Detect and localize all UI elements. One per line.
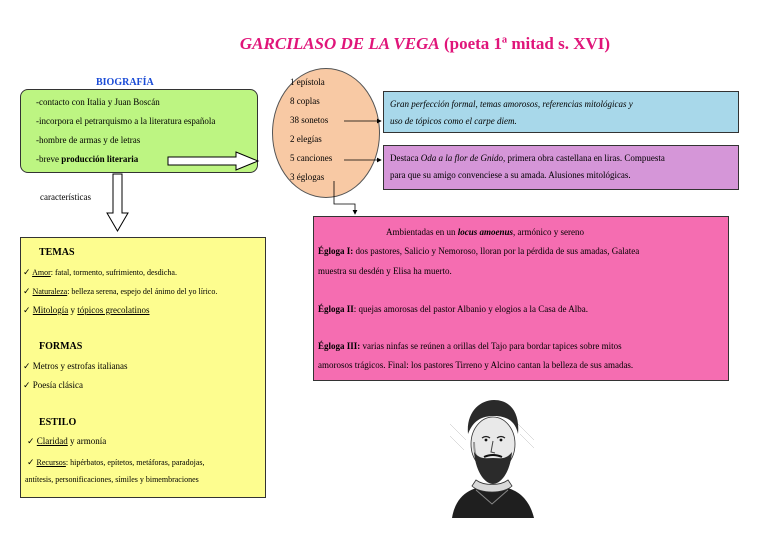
canciones-line-1: Destaca Oda a la flor de Gnido, primera … <box>390 150 732 167</box>
bio-line-4: -breve producción literaria <box>36 154 138 164</box>
estilo-recursos: ✓ Recursos: hipérbatos, epítetos, metáfo… <box>27 457 205 468</box>
claridad-label: Claridad <box>36 436 68 446</box>
estilo-claridad: ✓ Claridad y armonía <box>27 436 106 447</box>
oval-item-elegias: 2 elegías <box>290 134 322 144</box>
egloga-1-text: dos pastores, Salicio y Nemoroso, lloran… <box>353 246 640 256</box>
eglogas-locus: locus amoenus <box>457 227 513 237</box>
bio-line-4-prefix: -breve <box>36 154 62 164</box>
recursos-label: Recursos <box>36 458 66 467</box>
claridad-text: y armonía <box>67 436 107 446</box>
mitologia-label: Mitología <box>32 305 69 315</box>
check-icon: ✓ <box>23 286 31 296</box>
estilo-title: ESTILO <box>39 417 77 428</box>
eglogas-box: Ambientadas en un locus amoenus, armónic… <box>313 216 729 381</box>
temas-mitologia: ✓ Mitología y tópicos grecolatinos <box>23 305 150 316</box>
hollow-arrow-down <box>106 173 129 232</box>
check-icon: ✓ <box>23 361 31 371</box>
eglogas-intro-prefix: Ambientadas en un <box>386 227 458 237</box>
check-icon: ✓ <box>27 457 35 467</box>
oval-item-sonetos: 38 sonetos <box>290 115 329 125</box>
title-subtitle: (poeta 1ª mitad s. XVI) <box>439 34 611 53</box>
oval-item-canciones: 5 canciones <box>290 153 333 163</box>
formas-item-2-text: Poesía clásica <box>32 380 84 390</box>
sonetos-line-2: uso de tópicos como el carpe diem. <box>390 116 517 126</box>
temas-title: TEMAS <box>39 247 75 258</box>
egloga-1-line-2: muestra su desdén y Elisa ha muerto. <box>318 266 452 276</box>
egloga-3-label: Égloga III: <box>318 341 361 351</box>
amor-label: Amor <box>32 268 51 277</box>
eglogas-intro: Ambientadas en un locus amoenus, armónic… <box>386 227 584 237</box>
oval-item-epistola: 1 epístola <box>290 77 325 87</box>
recursos-text: : hipérbatos, epítetos, metáforas, parad… <box>65 458 205 467</box>
eglogas-intro-suffix: , armónico y sereno <box>513 227 584 237</box>
arrow-eglogas <box>333 181 358 215</box>
topicos-label: tópicos grecolatinos <box>77 305 150 315</box>
canciones-prefix: Destaca <box>390 153 421 163</box>
oval-item-coplas: 8 coplas <box>290 96 320 106</box>
check-icon: ✓ <box>23 267 31 277</box>
egloga-3-text: varias ninfas se reúnen a orillas del Ta… <box>360 341 622 351</box>
check-icon: ✓ <box>27 436 35 446</box>
page-title: GARCILASO DE LA VEGA (poeta 1ª mitad s. … <box>0 34 768 54</box>
formas-item-2: ✓ Poesía clásica <box>23 380 83 391</box>
bio-line-2: -incorpora el petrarquismo a la literatu… <box>36 116 216 126</box>
naturaleza-label: Naturaleza <box>32 287 68 296</box>
canciones-line-2: para que su amigo convenciese a su amada… <box>390 170 631 180</box>
egloga-2-label: Égloga II <box>318 304 354 314</box>
bio-line-4-bold: producción literaria <box>61 154 139 164</box>
formas-item-1: ✓ Metros y estrofas italianas <box>23 361 128 372</box>
caracteristicas-box: TEMAS ✓ Amor: fatal, tormento, sufrimien… <box>20 237 266 498</box>
bio-line-1: -contacto con Italia y Juan Boscán <box>36 97 160 107</box>
mitologia-mid: y <box>68 305 78 315</box>
naturaleza-text: : belleza serena, espejo del ánimo del y… <box>67 287 218 296</box>
egloga-1-label: Égloga I: <box>318 246 354 256</box>
sonetos-box: Gran perfección formal, temas amorosos, … <box>383 91 739 133</box>
portrait-image <box>446 394 538 518</box>
caracteristicas-label: características <box>40 192 91 202</box>
egloga-3-line-1: Égloga III: varias ninfas se reúnen a or… <box>318 341 622 351</box>
hollow-arrow-right <box>167 151 260 171</box>
produccion-oval <box>272 68 380 198</box>
temas-amor: ✓ Amor: fatal, tormento, sufrimiento, de… <box>23 267 177 278</box>
formas-title: FORMAS <box>39 341 83 352</box>
oval-item-eglogas: 3 églogas <box>290 172 325 182</box>
estilo-recursos-line-2: antítesis, personificaciones, símiles y … <box>25 475 199 484</box>
check-icon: ✓ <box>23 305 31 315</box>
egloga-2-text: : quejas amorosas del pastor Albanio y e… <box>353 304 588 314</box>
canciones-line-1-rest: , primera obra castellana en liras. Comp… <box>502 153 665 163</box>
canciones-box: Destaca Oda a la flor de Gnido, primera … <box>383 145 739 190</box>
egloga-3-line-2: amorosos trágicos. Final: los pastores T… <box>318 360 634 370</box>
egloga-1-line-1: Égloga I: dos pastores, Salicio y Nemoro… <box>318 246 639 256</box>
title-author: GARCILASO DE LA VEGA <box>239 34 440 53</box>
check-icon: ✓ <box>23 380 31 390</box>
canciones-oda-title: Oda a la flor de Gnido <box>420 153 503 163</box>
egloga-2-line: Égloga II: quejas amorosas del pastor Al… <box>318 304 588 314</box>
temas-naturaleza: ✓ Naturaleza: belleza serena, espejo del… <box>23 286 217 297</box>
sonetos-line-1: Gran perfección formal, temas amorosos, … <box>390 99 633 109</box>
biografia-heading: BIOGRAFÍA <box>96 77 154 88</box>
formas-item-1-text: Metros y estrofas italianas <box>32 361 128 371</box>
amor-text: : fatal, tormento, sufrimiento, desdicha… <box>50 268 177 277</box>
bio-line-3: -hombre de armas y de letras <box>36 135 141 145</box>
